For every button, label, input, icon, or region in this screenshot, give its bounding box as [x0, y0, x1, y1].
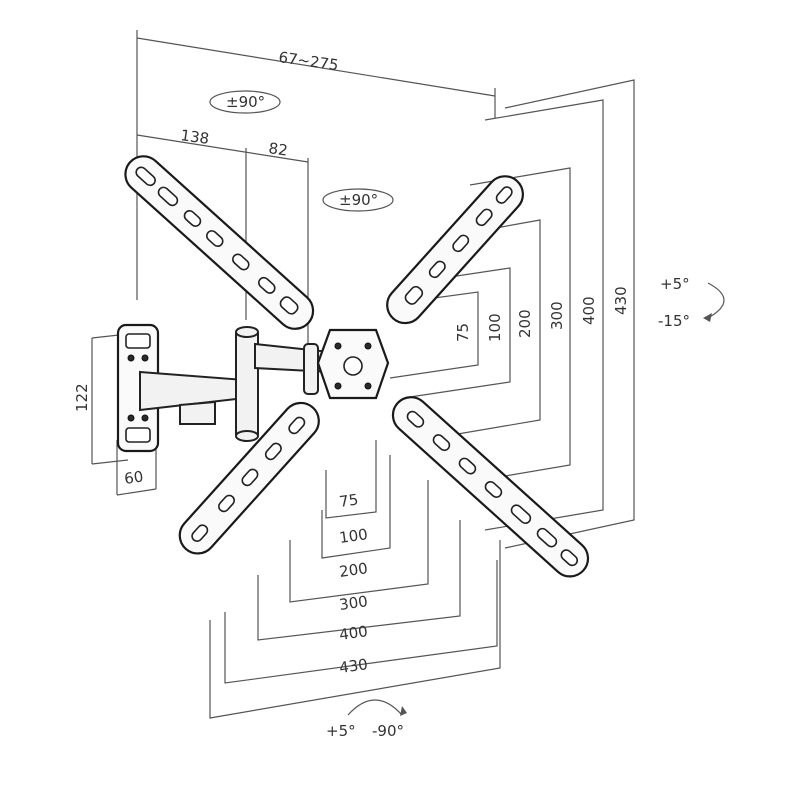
arm-offset-label: 82 — [267, 139, 288, 159]
vesa-horizontal-300: 300 — [338, 592, 369, 614]
rotate-left-label: +5° — [326, 722, 356, 740]
vesa-horizontal-100: 100 — [338, 525, 369, 547]
swivel-arrow-middle-icon — [322, 188, 394, 212]
vesa-vertical-430: 430 — [612, 286, 630, 315]
rotate-arrow-icon — [347, 699, 403, 716]
vesa-vertical-400: 400 — [580, 296, 598, 325]
vesa-horizontal-75: 75 — [338, 490, 359, 510]
articulating-arm — [139, 326, 331, 442]
vesa-x-bracket — [124, 155, 590, 578]
tilt-up-label: +5° — [660, 275, 690, 293]
arm-extension-label: 67~275 — [277, 48, 339, 74]
swivel-top-label: ±90° — [226, 93, 265, 111]
vesa-horizontal-200: 200 — [338, 559, 369, 581]
wall-plate-width-label: 60 — [123, 467, 144, 487]
wall-offset-label: 138 — [179, 126, 210, 148]
tilt-arrow-icon — [707, 282, 725, 319]
vesa-horizontal-430: 430 — [338, 655, 369, 677]
swivel-arrow-top-icon — [209, 90, 281, 114]
vesa-vertical-75: 75 — [454, 323, 472, 342]
vesa-horizontal-400: 400 — [338, 622, 369, 644]
rotation-arrows — [209, 90, 725, 716]
wall-plate-height-label: 122 — [73, 383, 91, 412]
vesa-vertical-100: 100 — [486, 313, 504, 342]
vesa-vertical-200: 200 — [516, 309, 534, 338]
dimension-labels: 67~275 138 82 122 60 75 100 200 300 400 … — [73, 48, 690, 740]
swivel-middle-label: ±90° — [339, 191, 378, 209]
vesa-vertical-300: 300 — [548, 301, 566, 330]
rotate-right-label: -90° — [372, 722, 404, 740]
tilt-down-label: -15° — [658, 312, 690, 330]
